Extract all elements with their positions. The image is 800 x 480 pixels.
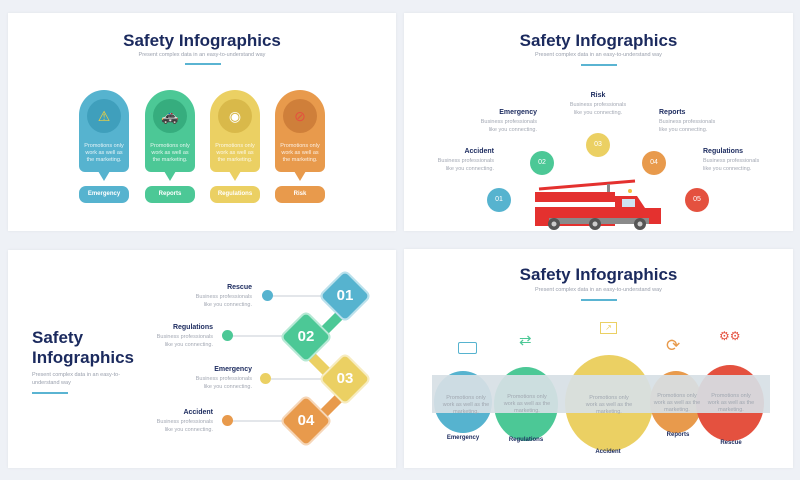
item-text: Business professionals like you connecti… [703,158,760,172]
label-regulations: Regulations [508,437,544,443]
label-reports[interactable]: Reports [145,186,195,203]
label-risk[interactable]: Risk [275,186,325,203]
label-regulations[interactable]: Regulations [210,186,260,203]
connector-line [271,378,328,380]
title-line-2: Infographics [32,348,135,367]
refresh-icon: ⟳ [666,336,681,355]
item-heading: Regulations [172,324,213,331]
item-text: Promotions only work as well as the mark… [585,395,633,415]
item-text: Promotions only work as well as the mark… [442,395,490,415]
item-text: Business professionals like you connecti… [437,158,494,172]
item-heading: Emergency [214,366,252,373]
label-emergency: Emergency [446,435,480,441]
slide-subtitle: Present complex data in an easy-to-under… [535,52,662,58]
title-line-1: Safety [32,328,84,347]
step-04: 04 [642,151,666,175]
slide-4[interactable]: Safety Infographics Present complex data… [404,249,793,468]
divider [581,64,617,66]
connector-line [273,295,328,297]
slide-subtitle: Present complex data in an easy-to-under… [535,287,662,293]
label-accident: Accident [595,449,621,455]
item-text: Business professionals like you connecti… [156,419,213,433]
slide-subtitle: Present complex data in an easy-to-under… [32,372,121,386]
pin-text: Promotions only work as well as the mark… [150,143,190,163]
fire-truck-illustration [535,179,661,230]
step-number: 01 [336,287,354,304]
pin-emergency: ⚠ Promotions only work as well as the ma… [79,90,129,181]
slide-title: Safety Infographics [519,265,678,284]
step-02: 02 [530,151,554,175]
pin-text: Promotions only work as well as the mark… [215,143,255,163]
step-number: 03 [336,370,354,387]
connector-line [233,335,288,337]
dot-03 [260,373,271,384]
item-heading: Risk [590,92,606,99]
item-text: Promotions only work as well as the mark… [503,394,551,414]
step-05: 05 [685,188,709,212]
step-number: 02 [297,328,315,345]
connector-line [233,420,288,422]
slide-1[interactable]: Safety Infographics Present complex data… [8,13,396,231]
pin-text: Promotions only work as well as the mark… [84,143,124,163]
police-car-icon: 🚓 [153,99,187,133]
dot-02 [222,330,233,341]
dot-04 [222,415,233,426]
item-text: Business professionals like you connecti… [569,102,627,116]
item-heading: Emergency [499,109,537,116]
item-heading: Reports [659,109,686,116]
item-text: Promotions only work as well as the mark… [707,393,755,413]
step-01: 01 [487,188,511,212]
label-rescue: Rescue [720,440,742,446]
pin-risk: ⊘ Promotions only work as well as the ma… [275,90,325,181]
item-text: Business professionals like you connecti… [480,119,537,133]
dot-01 [262,290,273,301]
item-heading: Accident [464,148,494,155]
step-03: 03 [586,133,610,157]
slide-3[interactable]: Safety Infographics Present complex data… [8,250,396,468]
arrows-exchange-icon: ⇄ [519,332,532,349]
monitor-icon [458,342,477,354]
label-reports: Reports [666,432,690,438]
item-heading: Rescue [227,284,252,291]
divider [185,63,221,65]
item-text: Promotions only work as well as the mark… [653,393,701,413]
pin-reports: 🚓 Promotions only work as well as the ma… [145,90,195,181]
divider [32,392,68,394]
slide-2[interactable]: Safety Infographics Present complex data… [404,13,793,231]
no-gun-icon: ⊘ [283,99,317,133]
slide-subtitle: Present complex data in an easy-to-under… [138,52,266,58]
pin-regulations: ◉ Promotions only work as well as the ma… [210,90,260,181]
slide-title: Safety Infographics [519,31,678,50]
item-text: Business professionals like you connecti… [195,294,252,308]
item-text: Business professionals like you connecti… [659,119,716,133]
item-text: Business professionals like you connecti… [195,376,252,390]
item-heading: Accident [183,409,213,416]
hazard-icon: ⚠ [87,99,121,133]
pin-text: Promotions only work as well as the mark… [280,143,320,163]
gears-icon: ⚙⚙ [719,329,741,343]
slide-title: Safety Infographics [123,31,281,50]
mask-icon: ◉ [218,99,252,133]
slide-title: Safety Infographics [32,328,134,368]
divider [581,299,617,301]
item-text: Business professionals like you connecti… [156,334,213,348]
text-band [432,375,770,413]
label-emergency[interactable]: Emergency [79,186,129,203]
chart-board-icon: ↗ [600,322,617,334]
item-heading: Regulations [703,148,744,155]
step-number: 04 [297,412,315,429]
